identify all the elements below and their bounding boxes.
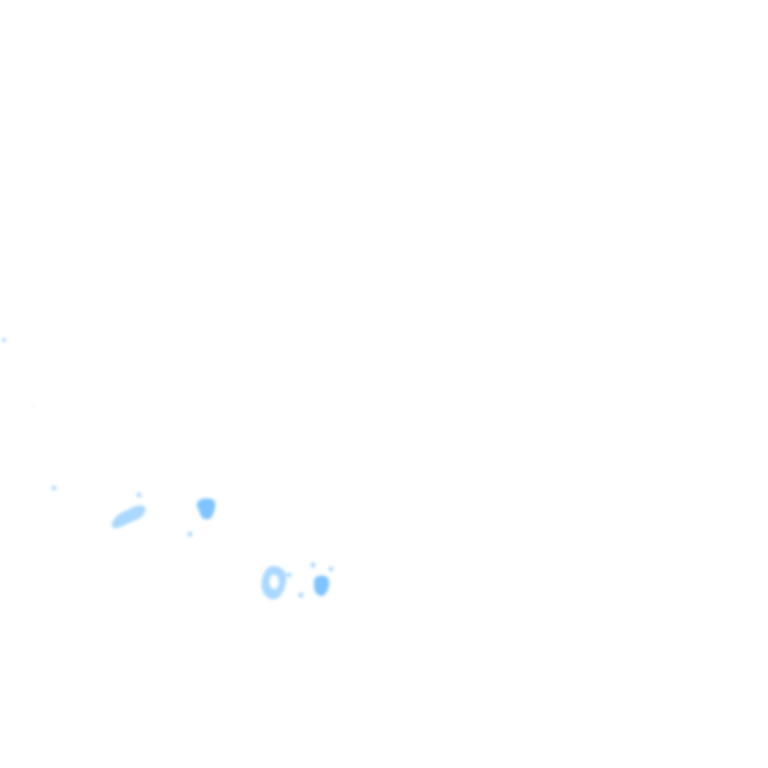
- precip-cell: [310, 562, 316, 568]
- precip-cell: [136, 492, 142, 498]
- precip-cell: [286, 572, 292, 578]
- precip-cell: [187, 531, 193, 537]
- precip-cell: [314, 575, 330, 597]
- precip-cell: [111, 505, 146, 529]
- precip-cell: [1, 337, 7, 343]
- precip-cell: [261, 566, 287, 600]
- precip-cell: [32, 405, 34, 407]
- precip-cell: [196, 498, 216, 520]
- precip-cell: [328, 566, 334, 572]
- precip-cell: [298, 592, 304, 598]
- precip-cell: [51, 485, 57, 491]
